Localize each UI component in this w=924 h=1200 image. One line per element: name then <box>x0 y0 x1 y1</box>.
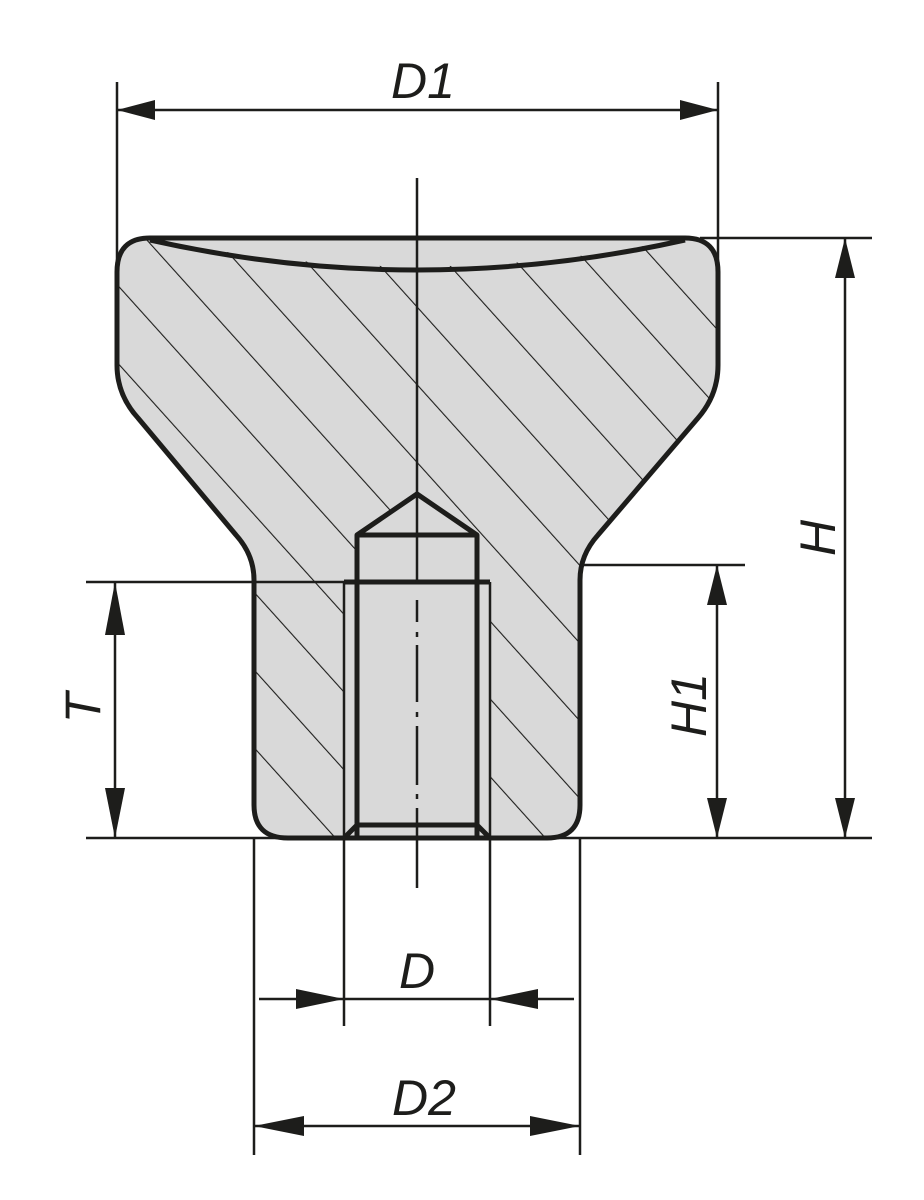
label-t: T <box>55 689 111 723</box>
dimension-d2: D2 <box>254 1070 580 1136</box>
label-d: D <box>399 943 435 999</box>
dimension-t: T <box>55 582 125 838</box>
label-h1: H1 <box>661 673 717 737</box>
dimension-d: D <box>259 943 574 1009</box>
dimension-h: H <box>790 238 855 838</box>
label-d2: D2 <box>392 1070 456 1126</box>
label-h: H <box>790 519 846 556</box>
section-body <box>117 238 718 838</box>
dimension-h1: H1 <box>661 565 727 838</box>
label-d1: D1 <box>391 53 455 109</box>
dimension-d1: D1 <box>117 53 718 120</box>
